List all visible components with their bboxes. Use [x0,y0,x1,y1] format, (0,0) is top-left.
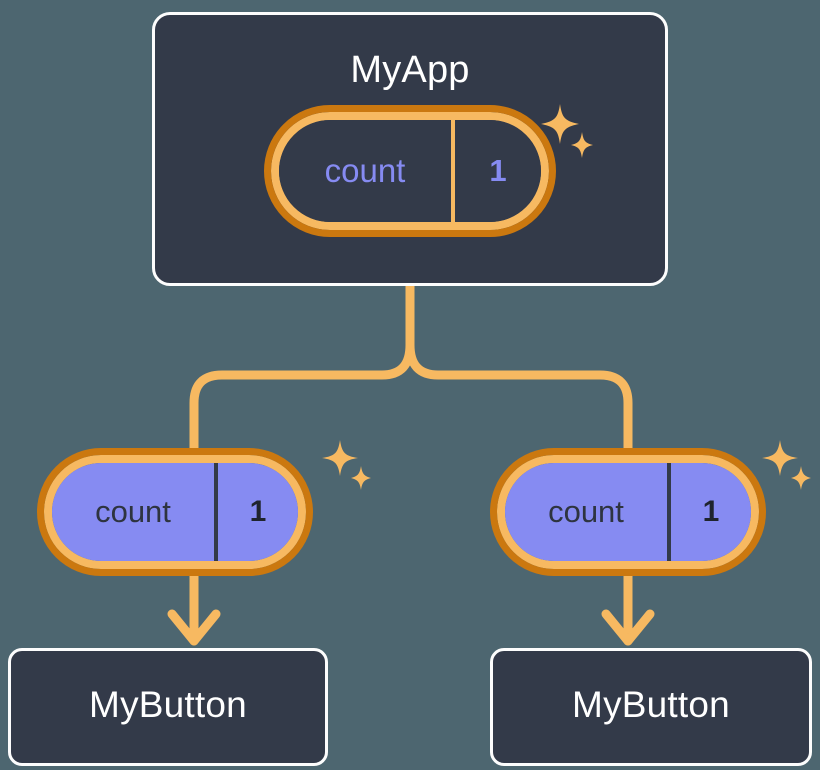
arrow-left-head-icon [167,609,221,646]
sparkle-large-icon [322,440,358,476]
state-pill-child-right[interactable]: count 1 [490,448,766,576]
node-card-mybutton-right[interactable]: MyButton [490,648,812,766]
state-pill-child-left[interactable]: count 1 [37,448,313,576]
card-title-myapp: MyApp [350,49,470,91]
sparkle-small-icon [351,466,371,490]
state-pill-value: 1 [214,463,298,561]
tree-connector-left-branch [189,340,415,460]
tree-connector-right-branch [405,340,633,460]
sparkle-small-icon [791,466,811,490]
state-pill-myapp[interactable]: count 1 [264,105,556,237]
state-pill-key: count [505,463,667,561]
card-title-mybutton: MyButton [572,684,730,725]
state-pill-key: count [279,120,451,222]
arrow-right-head-icon [601,609,655,646]
state-pill-value: 1 [451,120,541,222]
node-card-mybutton-left[interactable]: MyButton [8,648,328,766]
sparkle-icon-child-left [318,440,374,503]
sparkle-large-icon [762,440,798,476]
state-pill-key: count [52,463,214,561]
card-title-mybutton: MyButton [89,684,247,725]
sparkle-icon-child-right [758,440,814,503]
state-pill-value: 1 [667,463,751,561]
